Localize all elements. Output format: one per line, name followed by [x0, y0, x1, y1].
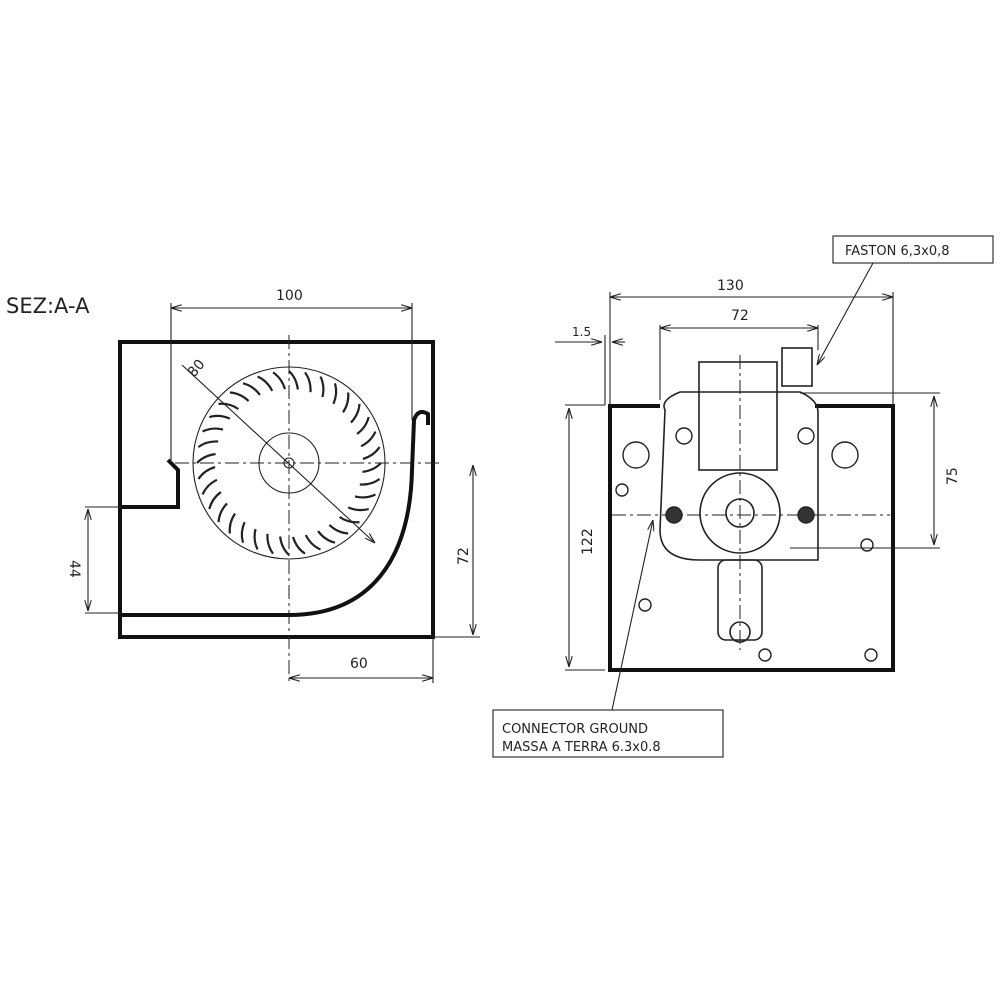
- screw-icon: [758, 648, 772, 662]
- impeller-blade: [332, 383, 338, 405]
- impeller-blade: [242, 382, 261, 396]
- impeller-blade: [291, 536, 306, 555]
- section-title: SEZ:A-A: [6, 294, 90, 318]
- dim-130: 130: [717, 278, 744, 294]
- impeller-blade: [288, 370, 299, 390]
- screw-icon: [864, 648, 878, 662]
- impeller-outer: [192, 366, 386, 560]
- shaft: [283, 457, 295, 469]
- bracket-screw: [729, 621, 751, 643]
- impeller-blade: [218, 402, 240, 410]
- impeller-blade: [362, 462, 382, 473]
- motor-rotor: [699, 472, 781, 554]
- outlet-step: [122, 458, 180, 509]
- impeller-blade: [209, 414, 231, 420]
- faston-label-box: [832, 235, 994, 264]
- impeller-blade: [317, 530, 336, 544]
- impeller-blade: [197, 440, 219, 448]
- impeller-blade: [342, 392, 350, 414]
- dim-line-80: [181, 364, 375, 543]
- flange-outline: [608, 404, 895, 672]
- motor-coil: [698, 361, 778, 471]
- front-view: 130 72 1.5 122 75 FASTON 6,3x0,8 CONNECT…: [492, 235, 994, 758]
- ground-label-line1: CONNECTOR GROUND: [502, 722, 648, 737]
- ground-leader: [611, 520, 653, 711]
- impeller-blade: [338, 516, 360, 524]
- impeller-blade: [356, 416, 370, 435]
- impeller-blade: [350, 403, 361, 424]
- impeller-blade: [240, 521, 246, 543]
- dim-1-5: 1.5: [572, 325, 591, 339]
- impeller-blade: [197, 465, 216, 480]
- dim-44: 44: [66, 560, 82, 578]
- dim-75: 75: [945, 467, 961, 485]
- motor-bracket: [717, 559, 763, 641]
- impeller-blade: [266, 533, 274, 555]
- screw-icon: [831, 441, 859, 469]
- impeller-blade: [354, 493, 376, 499]
- impeller-blade: [359, 478, 381, 486]
- dim-122: 122: [580, 528, 596, 555]
- screw-icon: [615, 483, 629, 497]
- screw-icon: [797, 427, 815, 445]
- motor-shaft: [725, 498, 755, 528]
- screw-icon: [622, 441, 650, 469]
- faston-label: FASTON 6,3x0,8: [845, 244, 950, 259]
- impeller-hub: [258, 432, 320, 494]
- impeller-blade: [304, 371, 312, 393]
- screw-icon: [797, 506, 815, 524]
- dim-100: 100: [276, 288, 303, 304]
- dim-72-front: 72: [731, 308, 749, 324]
- screw-icon: [638, 598, 652, 612]
- impeller-blade: [201, 478, 218, 495]
- section-view: SEZ:A-A 100 80 72 44 60: [6, 288, 480, 685]
- housing-outline: [118, 340, 435, 639]
- impeller-blade: [328, 524, 349, 535]
- faston-leader: [817, 262, 874, 365]
- screw-icon: [675, 427, 693, 445]
- motor-body: [659, 391, 819, 561]
- impeller-blade: [272, 371, 287, 390]
- scroll-volute: [120, 410, 430, 617]
- impeller-blade: [229, 391, 250, 402]
- faston-terminal: [781, 347, 813, 387]
- screw-icon: [860, 538, 874, 552]
- dim-72: 72: [456, 547, 472, 565]
- impeller-blade: [347, 506, 369, 512]
- impeller-blade: [196, 453, 216, 464]
- impeller-blade: [257, 375, 274, 392]
- impeller-blade: [217, 502, 228, 523]
- ground-label-box: [492, 709, 724, 758]
- impeller-blade: [319, 376, 325, 398]
- impeller-blade: [360, 431, 377, 448]
- impeller-blades: [196, 370, 382, 556]
- dim-60: 60: [350, 656, 368, 672]
- impeller-blade: [279, 536, 290, 556]
- impeller-blade: [304, 534, 321, 551]
- mount-screws: [615, 427, 878, 662]
- screw-icon: [665, 506, 683, 524]
- impeller-blade: [253, 528, 259, 550]
- impeller-blade: [208, 491, 222, 510]
- impeller-blade: [362, 446, 381, 461]
- impeller-blade: [228, 512, 236, 534]
- ground-label-line2: MASSA A TERRA 6.3x0.8: [502, 740, 661, 755]
- impeller-blade: [202, 427, 224, 433]
- dim-80: 80: [185, 357, 209, 381]
